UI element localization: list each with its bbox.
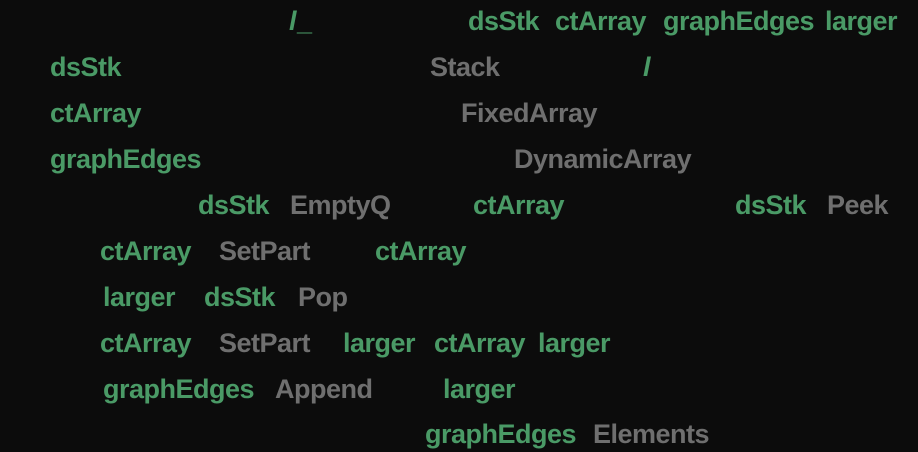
code-token: dsStk: [198, 190, 270, 220]
code-token: SetPart: [219, 236, 311, 266]
code-token: graphEdges: [50, 144, 202, 174]
code-token: l: [289, 6, 297, 36]
code-token: Append: [275, 374, 373, 404]
code-token: ctArray: [473, 190, 565, 220]
code-token: ctArray: [50, 98, 142, 128]
code-token: EmptyQ: [290, 190, 391, 220]
code-token: graphEdges: [663, 6, 815, 36]
code-token: graphEdges: [103, 374, 255, 404]
code-token: dsStk: [468, 6, 540, 36]
code-token: ctArray: [100, 236, 192, 266]
code-token: dsStk: [50, 52, 122, 82]
code-token: SetPart: [219, 328, 311, 358]
code-token: FixedArray: [461, 98, 598, 128]
code-token: DynamicArray: [514, 144, 692, 174]
code-token: dsStk: [204, 282, 276, 312]
code-token: Stack: [430, 52, 500, 82]
code-token: ctArray: [434, 328, 526, 358]
code-token: ctArray: [375, 236, 467, 266]
code-token: larger: [443, 374, 516, 404]
code-token: ctArray: [100, 328, 192, 358]
code-token: larger: [538, 328, 611, 358]
code-token: graphEdges: [425, 419, 577, 449]
code-token: ctArray: [555, 6, 647, 36]
code-token: _: [297, 6, 312, 36]
code-token: l: [643, 52, 651, 82]
code-token: Elements: [593, 419, 710, 449]
code-token: dsStk: [735, 190, 807, 220]
code-token: Pop: [298, 282, 348, 312]
code-token: larger: [103, 282, 176, 312]
code-token: larger: [343, 328, 416, 358]
code-token: larger: [825, 6, 898, 36]
code-token: Peek: [827, 190, 889, 220]
